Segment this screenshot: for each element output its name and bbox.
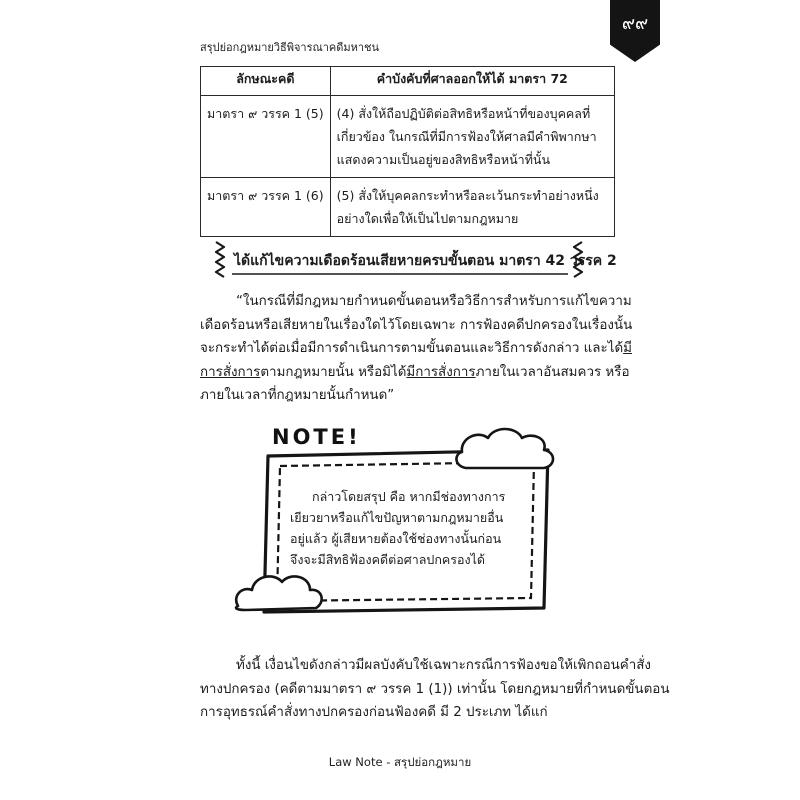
quote-line: “ในกรณีที่มีกฎหมายกำหนดขั้นตอนหรือวิธีกา… xyxy=(236,294,632,309)
remedy-line: อย่างใดเพื่อให้เป็นไปตามกฎหมาย xyxy=(336,211,519,226)
remedy-line: (5) สั่งให้บุคคลกระทำหรือละเว้นกระทำอย่า… xyxy=(336,188,599,203)
note-line: อยู่แล้ว ผู้เสียหายต้องใช้ช่องทางนั้นก่อ… xyxy=(290,531,502,546)
note-frame xyxy=(234,427,555,614)
quote-line: การสั่งการตามกฎหมายนั้น หรือมิได้มีการสั… xyxy=(200,361,629,385)
page-number: ๙๙ xyxy=(621,13,649,34)
quote-text: ตามกฎหมายนั้น หรือมิได้ xyxy=(260,364,407,380)
quote-line: จะกระทำได้ต่อเมื่อมีการดำเนินการตามขั้นต… xyxy=(200,337,632,361)
section-heading-box: ได้แก้ไขความเดือดร้อนเสียหายครบขั้นตอน ม… xyxy=(210,240,617,278)
page-number-tab: ๙๙ xyxy=(610,0,660,62)
quote-line: ภายในเวลาที่กฎหมายนั้นกำหนด” xyxy=(200,388,395,403)
table-row: มาตรา ๙ วรรค 1 (5) (4) สั่งให้ถือปฏิบัติ… xyxy=(200,95,616,178)
table-row: มาตรา ๙ วรรค 1 (6) (5) สั่งให้บุคคลกระทำ… xyxy=(200,177,616,237)
table-cell-section: มาตรา ๙ วรรค 1 (5) xyxy=(200,95,331,178)
table-header-row: ลักษณะคดี คำบังคับที่ศาลออกให้ได้ มาตรา … xyxy=(200,66,616,96)
remedy-table: ลักษณะคดี คำบังคับที่ศาลออกให้ได้ มาตรา … xyxy=(200,66,616,237)
note-line: เยียวยาหรือแก้ไขปัญหาตามกฎหมายอื่น xyxy=(290,510,504,525)
table-header-remedy: คำบังคับที่ศาลออกให้ได้ มาตรา 72 xyxy=(329,66,616,96)
closing-line: ทางปกครอง (คดีตามมาตรา ๙ วรรค 1 (1)) เท่… xyxy=(200,681,670,697)
note-line: กล่าวโดยสรุป คือ หากมีช่องทางการ xyxy=(312,489,506,504)
quoted-provision: “ในกรณีที่มีกฎหมายกำหนดขั้นตอนหรือวิธีกา… xyxy=(200,290,633,408)
remedy-line: (4) สั่งให้ถือปฏิบัติต่อสิทธิหรือหน้าที่… xyxy=(336,106,591,121)
quote-text: ภายในเวลาอันสมควร หรือ xyxy=(475,364,630,380)
closing-line: ทั้งนี้ เงื่อนไขดังกล่าวมีผลบังคับใช้เฉพ… xyxy=(236,658,651,673)
table-header-case-type: ลักษณะคดี xyxy=(200,66,331,96)
page-footer: Law Note - สรุปย่อกฎหมาย xyxy=(328,755,472,769)
quote-text: จะกระทำได้ต่อเมื่อมีการดำเนินการตามขั้นต… xyxy=(200,341,624,356)
closing-paragraph: ทั้งนี้ เงื่อนไขดังกล่าวมีผลบังคับใช้เฉพ… xyxy=(200,654,670,725)
note-body: กล่าวโดยสรุป คือ หากมีช่องทางการ เยียวยา… xyxy=(290,486,525,570)
note-line: จึงจะมีสิทธิฟ้องคดีต่อศาลปกครองได้ xyxy=(290,552,485,567)
table-cell-section: มาตรา ๙ วรรค 1 (6) xyxy=(200,177,331,237)
underlined-text: มีการสั่งการ xyxy=(406,364,476,380)
underlined-text: การสั่งการ xyxy=(200,364,261,380)
remedy-line: แสดงความเป็นอยู่ของสิทธิหรือหน้าที่นั้น xyxy=(336,152,551,167)
section-heading: ได้แก้ไขความเดือดร้อนเสียหายครบขั้นตอน ม… xyxy=(234,253,617,269)
table-cell-remedy: (5) สั่งให้บุคคลกระทำหรือละเว้นกระทำอย่า… xyxy=(329,177,616,237)
running-header: สรุปย่อกฎหมายวิธีพิจารณาคดีมหาชน xyxy=(200,41,380,54)
quote-line: เดือดร้อนหรือเสียหายในเรื่องใดไว้โดยเฉพา… xyxy=(200,317,633,333)
underlined-text: มี xyxy=(623,341,632,356)
zigzag-frame xyxy=(214,241,584,278)
remedy-line: เกี่ยวข้อง ในกรณีที่มีการฟ้องให้ศาลมีคำพ… xyxy=(336,129,597,144)
closing-line: การอุทธรณ์คำสั่งทางปกครองก่อนฟ้องคดี มี … xyxy=(200,705,548,720)
table-cell-remedy: (4) สั่งให้ถือปฏิบัติต่อสิทธิหรือหน้าที่… xyxy=(329,95,616,178)
note-title: NOTE! xyxy=(272,425,361,449)
